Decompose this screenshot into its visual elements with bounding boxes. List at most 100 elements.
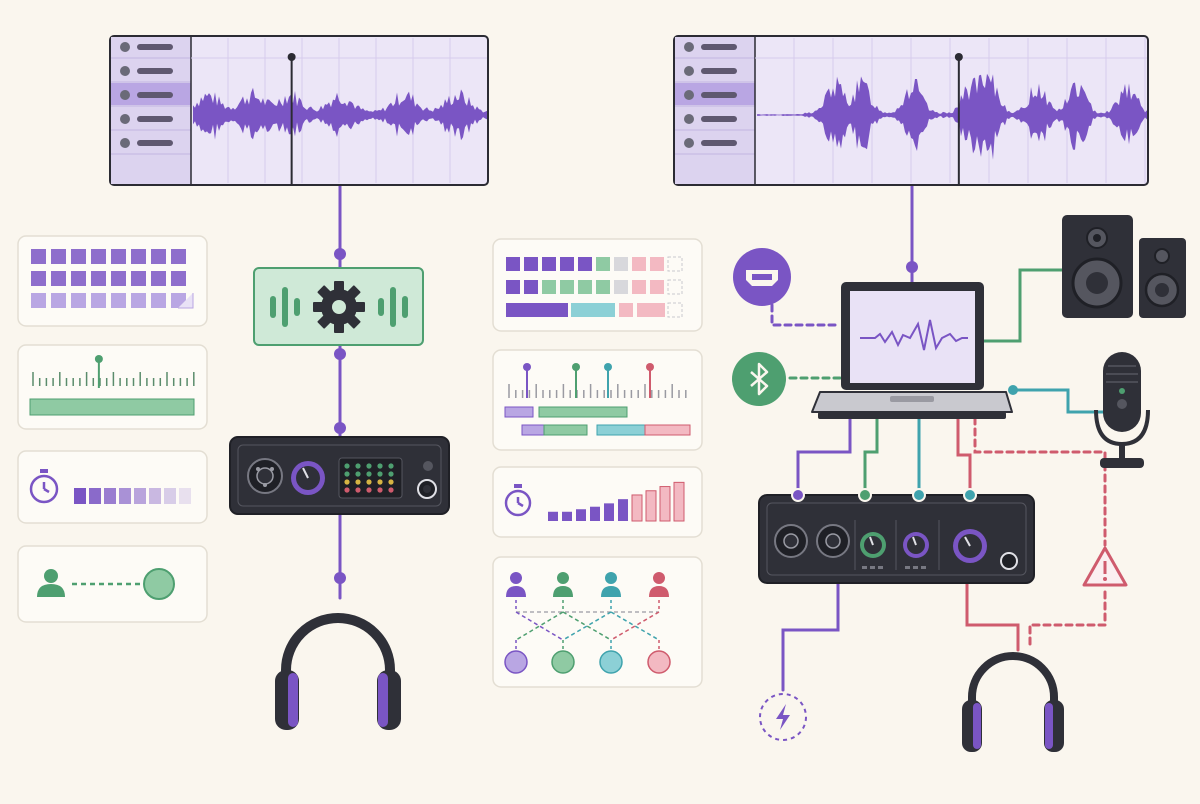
buffer-cell bbox=[650, 280, 664, 294]
meter-led bbox=[355, 463, 361, 469]
audio-waveform bbox=[193, 87, 487, 141]
hdmi-icon[interactable] bbox=[733, 248, 791, 306]
timer-block bbox=[179, 488, 191, 504]
meter-led bbox=[366, 463, 372, 469]
link-node bbox=[906, 261, 918, 273]
buffer-cell bbox=[578, 280, 592, 294]
buffer-cell bbox=[614, 280, 628, 294]
laptop-trackpad bbox=[890, 396, 934, 402]
latency-bar bbox=[604, 503, 614, 521]
track-list bbox=[111, 42, 191, 155]
microphone-icon[interactable] bbox=[1094, 352, 1150, 468]
route-line bbox=[562, 611, 612, 641]
buffer-cell bbox=[151, 271, 166, 286]
right-audio-interface[interactable] bbox=[758, 488, 1035, 584]
buffer-cell bbox=[91, 249, 106, 264]
right-daw-window[interactable] bbox=[673, 35, 1149, 186]
track-name bbox=[701, 140, 737, 146]
left-audio-interface[interactable] bbox=[229, 436, 450, 515]
meter-led bbox=[355, 487, 361, 493]
input-port bbox=[912, 488, 926, 502]
route-endpoint bbox=[647, 650, 671, 674]
multi-marker-scale bbox=[508, 363, 687, 398]
meter-led bbox=[377, 463, 383, 469]
laptop-to-warning-link bbox=[973, 416, 1107, 547]
meter-led bbox=[344, 471, 350, 477]
laptop-to-interface-red-link bbox=[956, 416, 972, 497]
buffer-cell bbox=[596, 280, 610, 294]
meter-led bbox=[366, 479, 372, 485]
user-icon-body bbox=[601, 586, 621, 597]
buffer-cell bbox=[51, 293, 66, 308]
playhead-handle[interactable] bbox=[287, 53, 296, 61]
track-list-panel bbox=[111, 37, 191, 184]
track-record-icon bbox=[120, 114, 130, 124]
mixed-buffer-grid bbox=[506, 256, 683, 318]
timer-block bbox=[89, 488, 101, 504]
meter-led bbox=[344, 463, 350, 469]
meter-led bbox=[344, 479, 350, 485]
track-list bbox=[675, 42, 755, 155]
buffer-cell bbox=[51, 249, 66, 264]
route-line bbox=[515, 611, 564, 641]
track-record-icon bbox=[120, 42, 130, 52]
warning-to-headphones-link bbox=[1028, 590, 1107, 650]
buffer-cell bbox=[71, 271, 86, 286]
left-daw-window[interactable] bbox=[109, 35, 489, 186]
scale-marker-head bbox=[572, 363, 580, 371]
connection-endpoint bbox=[143, 568, 175, 600]
latency-bar bbox=[576, 509, 586, 521]
buffer-block bbox=[571, 303, 615, 317]
buffer-cell bbox=[131, 271, 146, 286]
route-endpoint bbox=[599, 650, 623, 674]
meter-led bbox=[377, 479, 383, 485]
user-routing-card bbox=[492, 556, 703, 688]
buffer-cell bbox=[560, 257, 574, 271]
laptop-to-interface-purple-link bbox=[796, 416, 852, 497]
buffer-cell-folded bbox=[178, 293, 194, 309]
user-icon bbox=[510, 572, 522, 584]
bluetooth-icon[interactable] bbox=[732, 352, 786, 406]
user-icon bbox=[605, 572, 617, 584]
buffer-cell bbox=[524, 257, 538, 271]
track-record-icon bbox=[684, 114, 694, 124]
user-icon-body bbox=[506, 586, 526, 597]
latency-bar bbox=[631, 494, 643, 522]
route-line bbox=[562, 611, 612, 641]
interface-to-headphones-link-right bbox=[965, 580, 1020, 652]
track-record-icon bbox=[684, 90, 694, 100]
timer-block bbox=[104, 488, 116, 504]
buffer-cell bbox=[632, 280, 646, 294]
latency-scale bbox=[32, 355, 195, 388]
timer-card bbox=[17, 450, 208, 524]
track-record-icon bbox=[684, 42, 694, 52]
interface-to-power-link bbox=[781, 580, 840, 692]
buffer-cell bbox=[542, 257, 556, 271]
buffer-cell bbox=[506, 257, 520, 271]
middle-legend-cards bbox=[492, 238, 703, 688]
gain-knob bbox=[860, 532, 886, 558]
buffer-cell bbox=[111, 293, 126, 308]
buffer-cell bbox=[31, 271, 46, 286]
buffer-cell bbox=[560, 280, 574, 294]
buffer-block bbox=[619, 303, 633, 317]
track-name bbox=[137, 44, 173, 50]
audio-processor[interactable] bbox=[253, 267, 424, 346]
rising-bars-card bbox=[492, 466, 703, 538]
laptop-to-microphone-link bbox=[1008, 388, 1105, 414]
buffer-cell bbox=[51, 271, 66, 286]
monitor-knob bbox=[953, 529, 987, 563]
track-record-icon bbox=[684, 138, 694, 148]
laptop-icon[interactable] bbox=[811, 282, 1013, 419]
user-icon-body bbox=[649, 586, 669, 597]
speakers-icon[interactable] bbox=[1062, 215, 1186, 318]
headphone-output-jack bbox=[1000, 552, 1018, 570]
track-record-icon bbox=[120, 66, 130, 76]
buffer-cell bbox=[614, 257, 628, 271]
track-list-panel bbox=[675, 37, 755, 184]
playhead-handle[interactable] bbox=[954, 53, 963, 61]
track-name bbox=[701, 116, 737, 122]
user-icon bbox=[653, 572, 665, 584]
track-name bbox=[701, 68, 737, 74]
timer-block bbox=[149, 488, 161, 504]
